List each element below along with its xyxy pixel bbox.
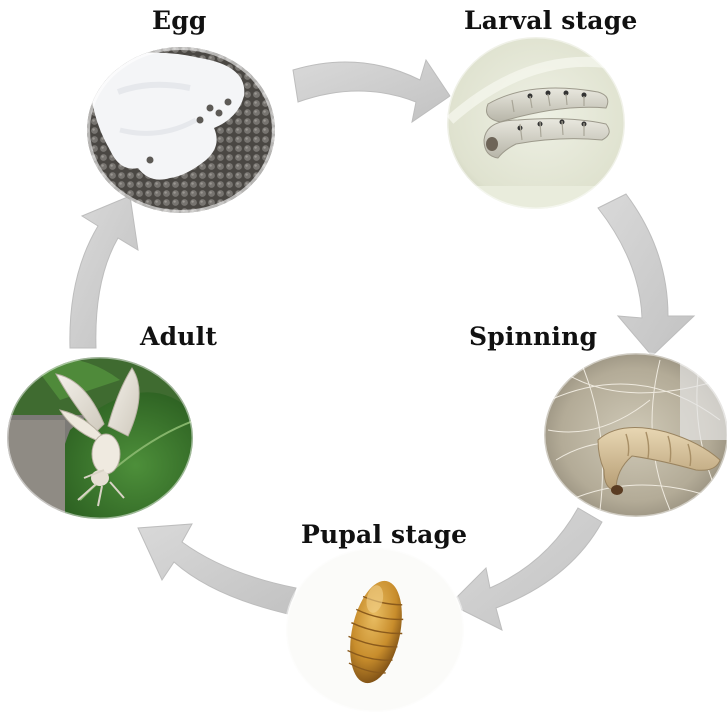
larval-stage-image	[440, 30, 640, 220]
label-pupal-stage: Pupal stage	[301, 520, 467, 549]
egg-stage-image	[80, 40, 290, 220]
label-larval-stage: Larval stage	[464, 6, 637, 35]
label-adult: Adult	[140, 322, 217, 351]
pupal-stage-image	[280, 545, 470, 712]
arrow-adult-to-egg	[70, 196, 138, 348]
arrow-larval-to-spinning	[598, 194, 694, 356]
arrow-pupal-to-adult	[138, 524, 296, 614]
arrow-egg-to-larval	[293, 60, 450, 122]
label-spinning: Spinning	[469, 322, 597, 351]
arrow-spinning-to-pupal	[450, 508, 602, 630]
label-egg: Egg	[152, 6, 207, 35]
